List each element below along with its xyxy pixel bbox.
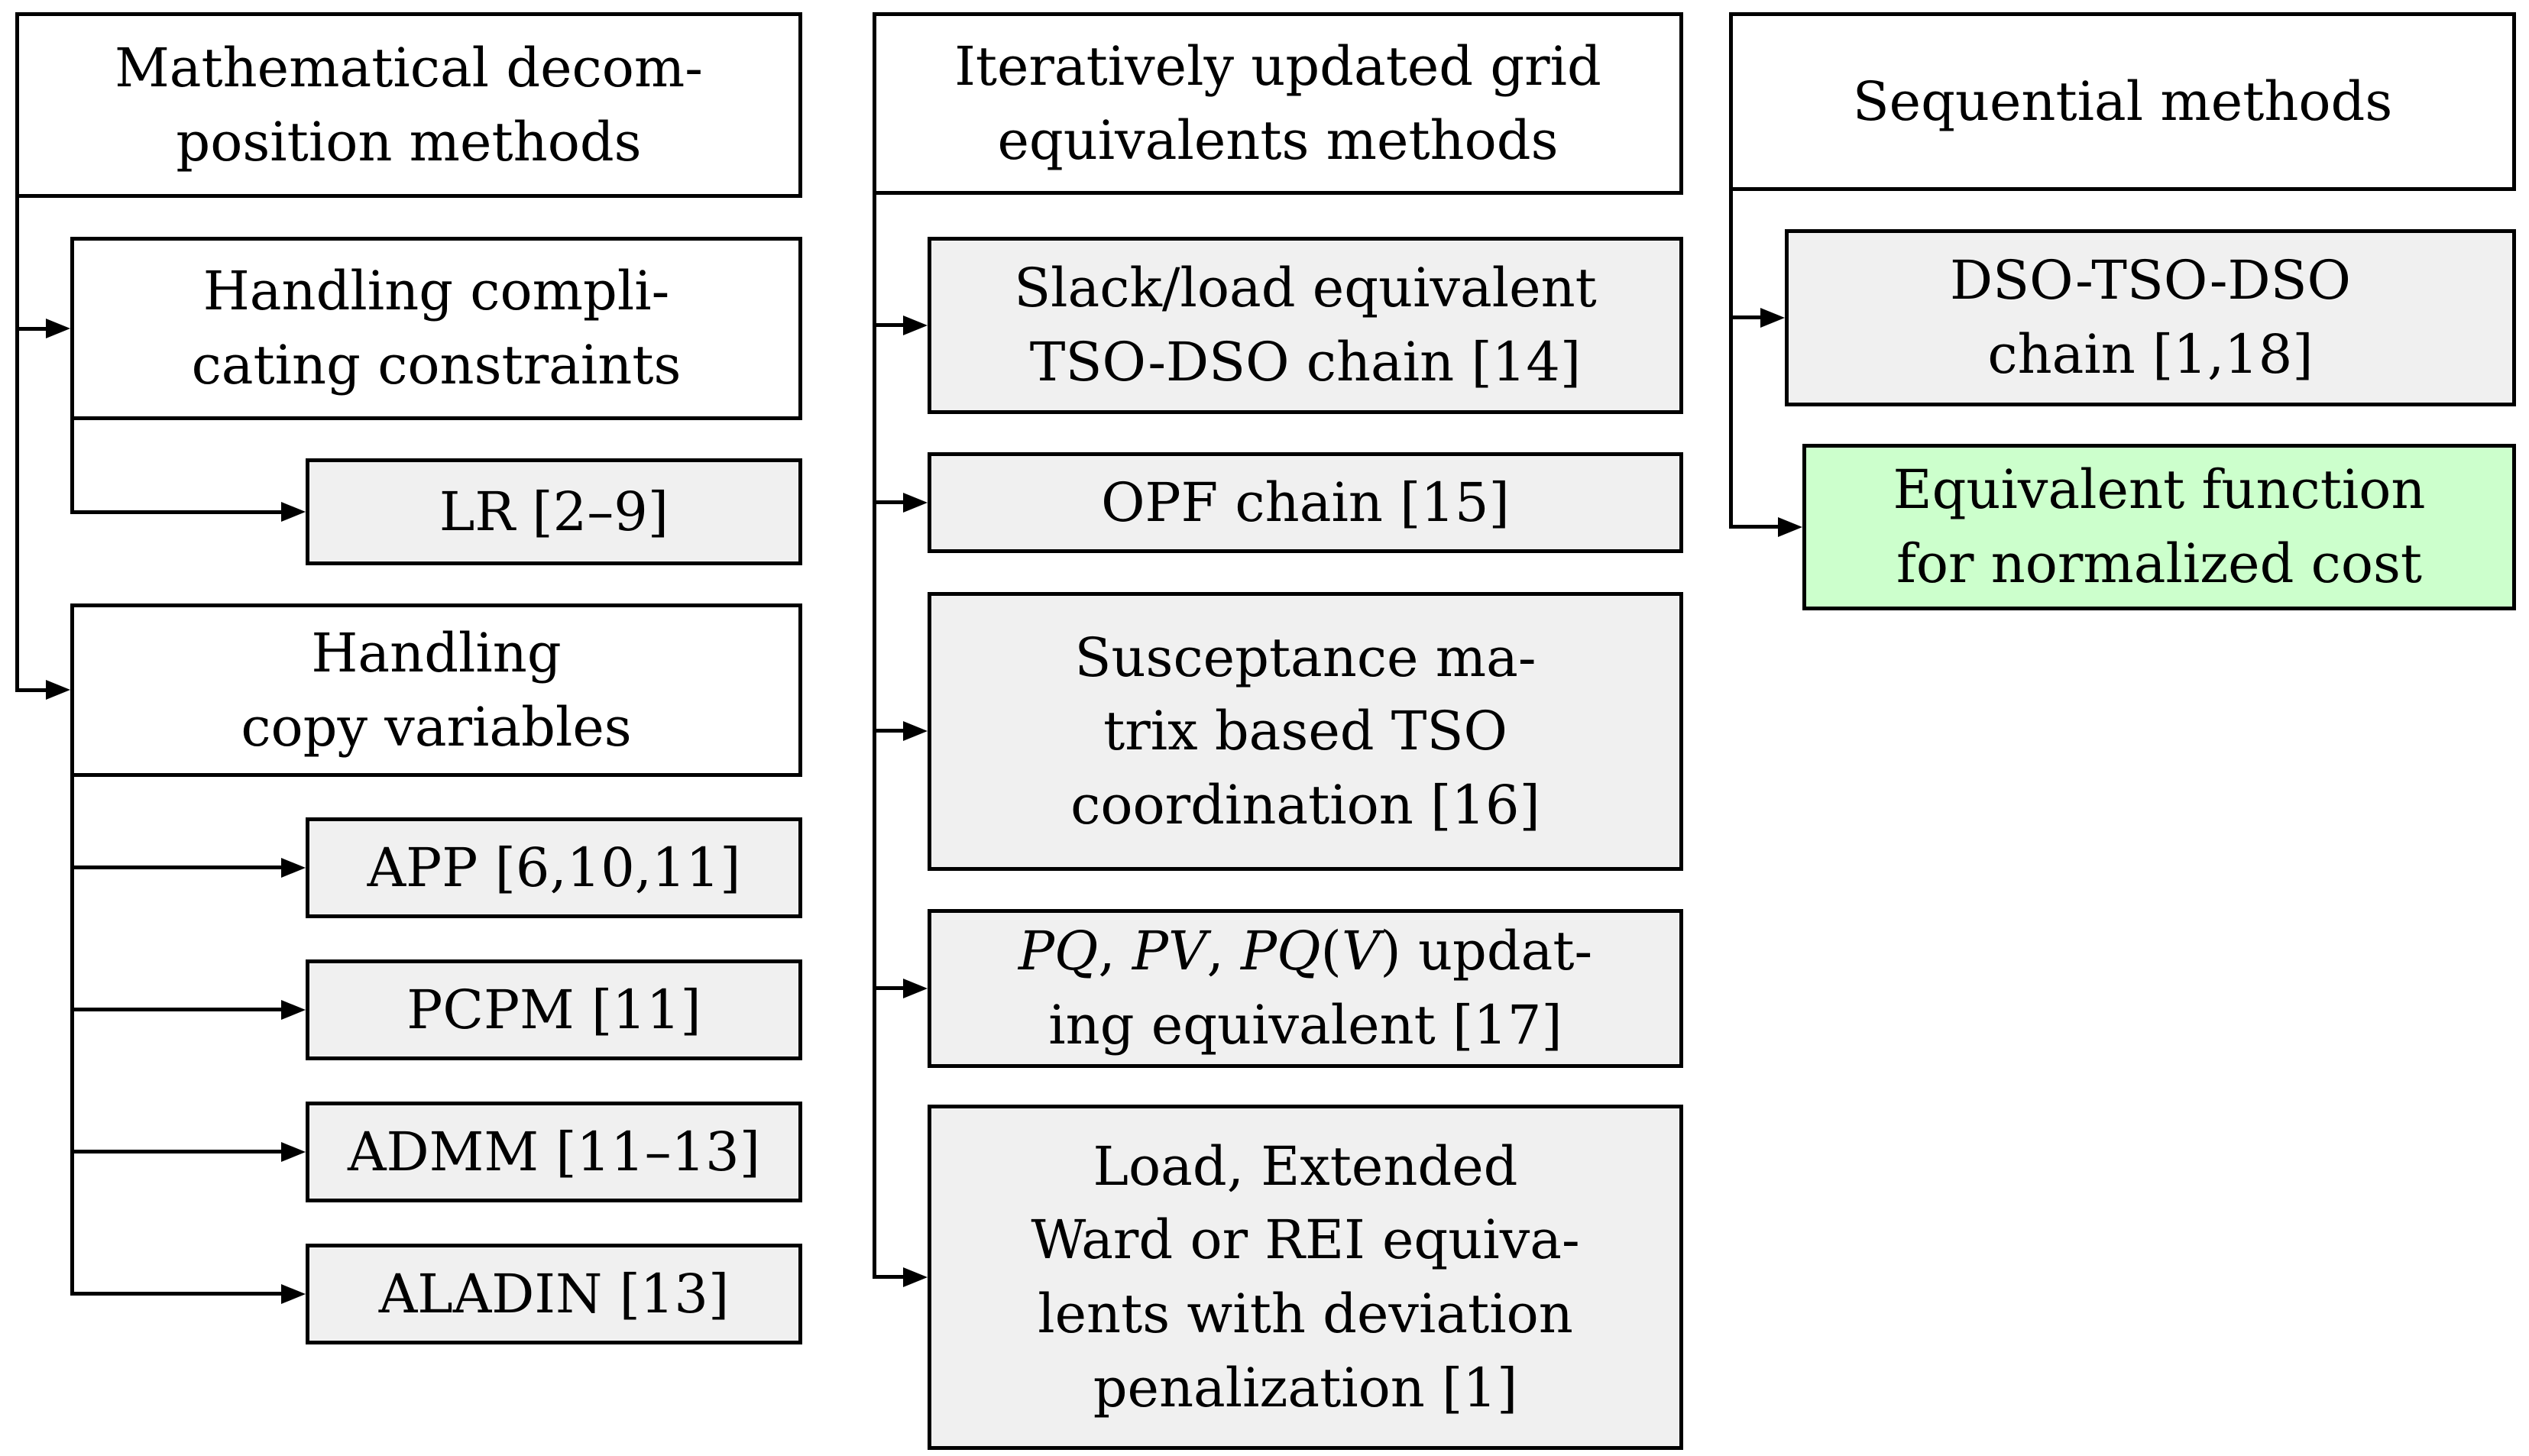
connector-to-equivalent-function: [1729, 525, 1779, 529]
arrowhead-into-lr: [281, 502, 306, 522]
connector-to-susceptance: [873, 729, 906, 733]
connector-to-slack: [873, 323, 906, 327]
math-segment: V: [1341, 920, 1381, 983]
box-sequential-methods: Sequential methods: [1729, 12, 2516, 191]
box-label-line: Handling: [311, 621, 562, 684]
box-opf-chain: OPF chain [15]: [928, 452, 1683, 553]
connector-constraints-feeder-vline: [70, 416, 74, 514]
box-title-line: Mathematical decom-: [115, 36, 703, 99]
box-label-line: ing equivalent [17]: [1048, 994, 1562, 1056]
arrowhead-into-handling-copy: [46, 680, 70, 700]
box-lr: LR [2–9]: [306, 458, 802, 565]
connector-to-pcpm: [70, 1008, 284, 1011]
connector-right-feeder-vline: [1729, 189, 1733, 529]
box-label-line: Equivalent function: [1893, 458, 2426, 522]
connector-left-main-vline: [15, 196, 19, 692]
box-pq-pv-updating-equivalent: PQ, PV, PQ(V) updat- ing equivalent [17]: [928, 909, 1683, 1068]
box-label-line: lents with deviation: [1038, 1283, 1573, 1345]
arrowhead-into-load: [903, 1267, 928, 1287]
connector-to-admm: [70, 1150, 284, 1153]
connector-to-opf: [873, 500, 906, 504]
box-label-line: chain [1,18]: [1987, 323, 2314, 386]
box-label-line: ALADIN [13]: [378, 1262, 730, 1325]
connector-to-dso: [1729, 315, 1763, 319]
box-label-line: LR [2–9]: [439, 480, 669, 543]
box-label-line: for normalized cost: [1896, 532, 2423, 595]
connector-middle-feeder-vline: [873, 193, 876, 1279]
box-label-line: Load, Extended: [1093, 1134, 1518, 1198]
arrowhead-into-equivalent-function: [1778, 517, 1802, 537]
arrowhead-into-pq: [903, 979, 928, 998]
connector-to-load: [873, 1275, 906, 1279]
box-susceptance-matrix: Susceptance ma- trix based TSO coordinat…: [928, 592, 1683, 871]
box-load-extended-ward-rei: Load, Extended Ward or REI equiva- lents…: [928, 1105, 1683, 1450]
box-label-line: TSO-DSO chain [14]: [1029, 331, 1582, 393]
math-segment: PQ: [1018, 920, 1099, 983]
box-label-line: APP [6,10,11]: [367, 836, 741, 899]
connector-to-pq: [873, 986, 906, 990]
box-label-line: copy variables: [241, 695, 632, 759]
math-segment: PQ: [1241, 920, 1321, 983]
box-label-line: OPF chain [15]: [1101, 471, 1510, 534]
box-label-line: ADMM [11–13]: [347, 1120, 761, 1183]
text-segment: (: [1320, 920, 1342, 983]
box-handling-complicating-constraints: Handling compli- cating constraints: [70, 237, 802, 420]
connector-to-aladin: [70, 1292, 284, 1296]
box-iteratively-updated-grid-equivalents-methods: Iteratively updated grid equivalents met…: [873, 12, 1683, 195]
connector-to-lr: [70, 510, 284, 514]
math-segment: PV: [1132, 920, 1207, 983]
box-pcpm: PCPM [11]: [306, 959, 802, 1060]
box-app: APP [6,10,11]: [306, 817, 802, 918]
arrowhead-into-handling-constraints: [46, 319, 70, 338]
box-title-line: Iteratively updated grid: [954, 34, 1601, 98]
connector-to-handling-copy: [15, 688, 49, 692]
box-label-line: trix based TSO: [1103, 700, 1507, 763]
box-label-line: Handling compli-: [202, 260, 670, 323]
text-segment: ,: [1206, 920, 1242, 983]
box-label-line: coordination [16]: [1070, 773, 1540, 836]
box-handling-copy-variables: Handling copy variables: [70, 603, 802, 777]
arrowhead-into-pcpm: [281, 1000, 306, 1020]
box-title-line: position methods: [176, 110, 642, 173]
arrowhead-into-slack: [903, 315, 928, 335]
box-label-line: cating constraints: [191, 334, 682, 396]
box-label-line: Ward or REI equiva-: [1031, 1208, 1580, 1272]
box-admm: ADMM [11–13]: [306, 1102, 802, 1202]
box-aladin: ALADIN [13]: [306, 1244, 802, 1344]
text-segment: ) updat-: [1380, 920, 1593, 983]
text-segment: ,: [1098, 920, 1132, 983]
box-label-line: Slack/load equivalent: [1014, 257, 1597, 320]
connector-to-handling-constraints: [15, 327, 49, 331]
box-dso-tso-dso-chain: DSO-TSO-DSO chain [1,18]: [1785, 229, 2516, 406]
arrowhead-into-susceptance: [903, 721, 928, 741]
arrowhead-into-aladin: [281, 1284, 306, 1304]
box-slack-load-equivalent: Slack/load equivalent TSO-DSO chain [14]: [928, 237, 1683, 414]
connector-copy-feeder-vline: [70, 773, 74, 1296]
box-label-line: DSO-TSO-DSO: [1950, 249, 2351, 312]
box-label-line-math: PQ, PV, PQ(V) updat-: [1018, 914, 1592, 988]
box-label-line: PCPM [11]: [406, 978, 701, 1041]
box-title-line: equivalents methods: [997, 108, 1559, 172]
arrowhead-into-admm: [281, 1142, 306, 1162]
box-title-line: Sequential methods: [1852, 70, 2393, 133]
arrowhead-into-dso: [1760, 308, 1785, 328]
box-label-line: penalization [1]: [1093, 1356, 1518, 1419]
arrowhead-into-app: [281, 858, 306, 878]
box-label-line: Susceptance ma-: [1074, 626, 1537, 689]
arrowhead-into-opf: [903, 493, 928, 513]
connector-to-app: [70, 866, 284, 869]
box-mathematical-decomposition-methods: Mathematical decom- position methods: [15, 12, 802, 198]
box-equivalent-function-normalized-cost: Equivalent function for normalized cost: [1802, 444, 2516, 610]
